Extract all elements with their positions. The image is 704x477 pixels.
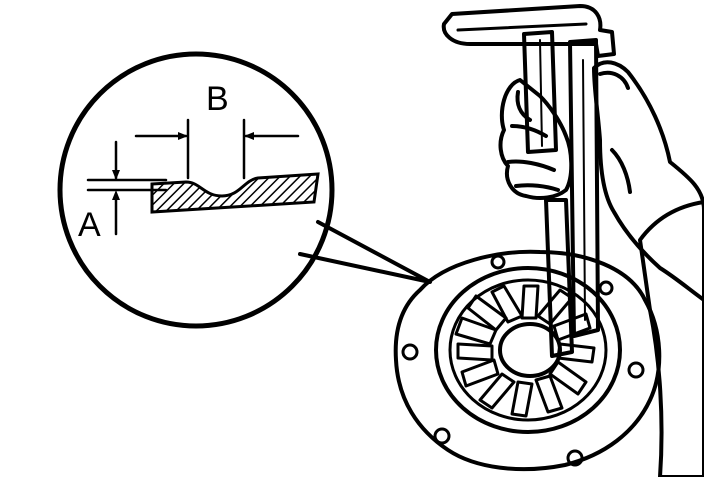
caliper-jaw-edge [456,22,588,32]
cover-ring-inner [448,278,608,422]
caliper-slider-detail [539,39,543,147]
dim-b-arrowhead-left [178,132,188,140]
bolt-hole [490,254,506,270]
bolt-hole [566,449,584,467]
dim-a-arrowhead-top [112,170,120,180]
right-hand [592,60,704,302]
dim-b-arrowhead-right [244,132,254,140]
callout-pointer [298,220,432,284]
caliper-slider [522,30,558,154]
vernier-caliper [441,4,616,358]
facing-cross-section [150,172,320,214]
detail-circle [57,51,335,329]
cover-flange [393,249,662,472]
bolt-hole [401,343,419,361]
bolt-hole [598,280,614,296]
dim-a-arrowhead-bottom [112,190,120,200]
detail-callout: B A [57,51,335,329]
bolt-hole [627,361,645,379]
center-opening [498,322,562,378]
clutch-cover-assembly [393,249,662,472]
caliper-beam [568,38,600,338]
caliper-upper-jaw [441,4,616,58]
sleeve [638,200,704,477]
left-hand [498,78,574,200]
label-b: B [206,80,229,118]
caliper-scale-line [582,59,586,321]
bolt-hole [433,427,451,445]
caliper-depth-rod [544,198,574,358]
label-a: A [78,206,101,244]
cover-ring [434,266,622,434]
